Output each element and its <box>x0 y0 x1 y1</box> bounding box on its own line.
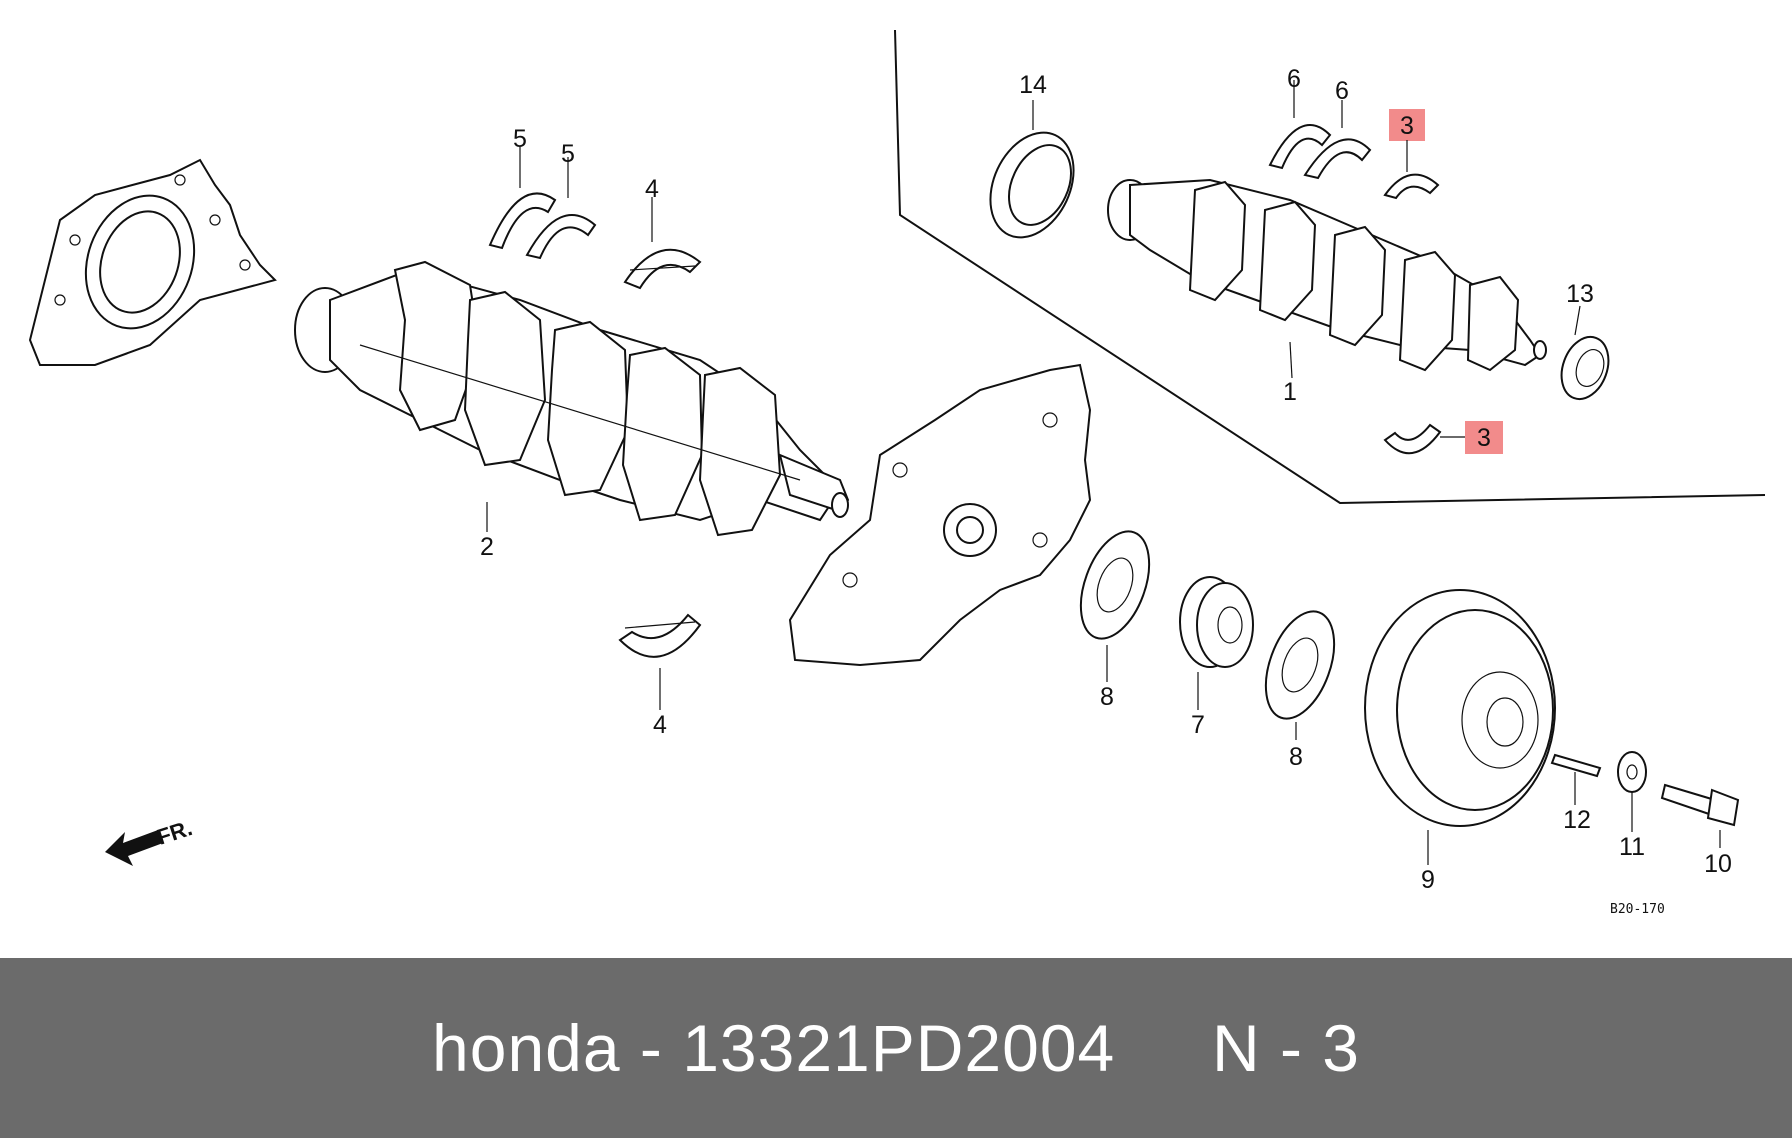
crankshaft-main <box>294 260 850 537</box>
callout-6b: 6 <box>1335 77 1349 105</box>
exploded-parts-diagram: FR. 14 6 6 3 13 1 3 5 5 4 2 4 8 7 8 9 12… <box>28 29 1766 917</box>
callout-1: 1 <box>1283 378 1297 406</box>
bearing-shell-3-lower <box>1383 423 1442 455</box>
callout-6a: 6 <box>1287 65 1301 93</box>
callout-8a: 8 <box>1100 683 1114 711</box>
callout-7: 7 <box>1191 711 1205 739</box>
callout-14: 14 <box>1019 71 1047 99</box>
callout-4-upper: 4 <box>645 175 659 203</box>
callout-9: 9 <box>1421 866 1435 894</box>
thrust-washers-5 <box>488 192 597 260</box>
callout-10: 10 <box>1704 850 1732 878</box>
callout-8b: 8 <box>1289 743 1303 771</box>
callout-12: 12 <box>1563 806 1591 834</box>
callout-11: 11 <box>1619 833 1645 861</box>
front-direction-arrow: FR. <box>105 815 195 866</box>
caption-bar: honda - 13321PD2004 N - 3 <box>0 958 1792 1138</box>
callout-3-upper: 3 <box>1400 112 1414 140</box>
callout-3-lower: 3 <box>1477 424 1491 452</box>
key-12 <box>1550 753 1602 778</box>
highlight-box-3-lower <box>1465 421 1503 454</box>
crankshaft-inset <box>1107 178 1547 372</box>
oil-pump-body <box>788 363 1092 667</box>
highlight-box-3-upper <box>1389 109 1425 141</box>
diagram-code: B20-170 <box>1610 902 1665 917</box>
bearing-shell-4-lower <box>618 613 702 658</box>
rear-seal-housing <box>28 158 277 366</box>
callout-5a: 5 <box>513 125 527 153</box>
thrust-washers-6 <box>1268 124 1372 180</box>
washer-11 <box>1617 751 1647 793</box>
callout-4-lower: 4 <box>653 711 667 739</box>
timing-pulley-7 <box>1179 576 1254 668</box>
bearing-shell-4-upper <box>623 248 702 290</box>
callout-13: 13 <box>1566 280 1594 308</box>
bearing-shell-3-upper <box>1383 173 1440 200</box>
washer-plate-8b <box>1264 610 1336 720</box>
part-caption: honda - 13321PD2004 N - 3 <box>432 1011 1360 1085</box>
front-label: FR. <box>154 815 195 850</box>
washer-plate-8a <box>1079 530 1151 640</box>
inset-panel-border <box>894 29 1766 505</box>
callout-2: 2 <box>480 533 494 561</box>
oil-seal-14 <box>989 131 1075 239</box>
crank-pulley-9 <box>1364 589 1556 827</box>
callout-5b: 5 <box>561 140 575 168</box>
leader-lines <box>486 80 1721 865</box>
bolt-10 <box>1660 783 1740 827</box>
oil-seal-13 <box>1560 336 1610 400</box>
